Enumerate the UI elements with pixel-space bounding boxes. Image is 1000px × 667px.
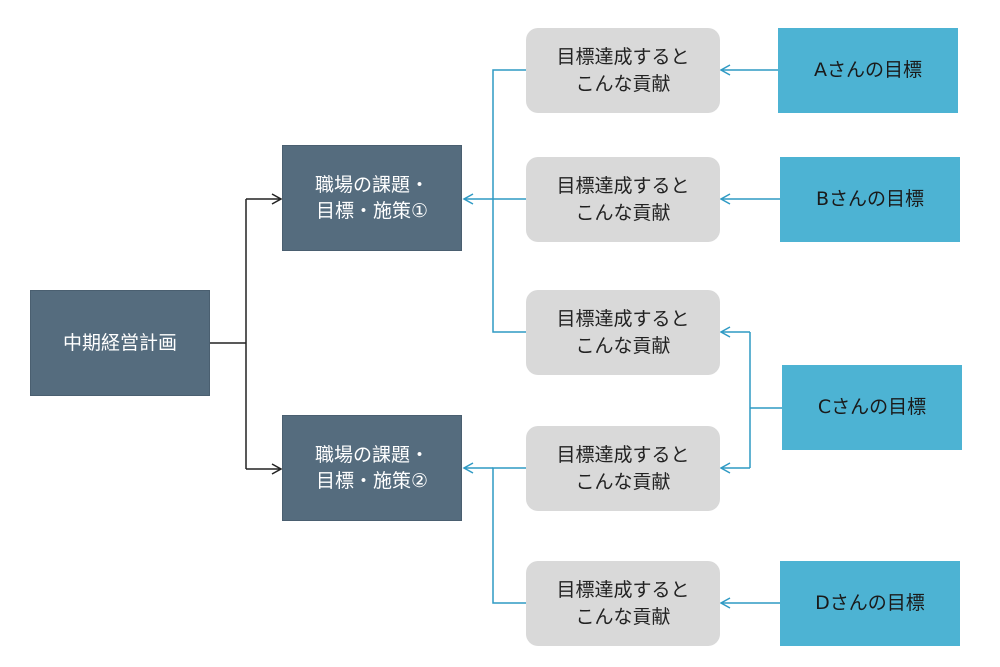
contribution-box-4: 目標達成すると こんな貢献: [526, 426, 720, 511]
measure-2-connector: [462, 462, 526, 604]
root-connector: [210, 193, 283, 475]
person-goal-d: Dさんの目標: [780, 561, 960, 646]
person-goal-b: Bさんの目標: [780, 157, 960, 242]
measure-box-1: 職場の課題・ 目標・施策①: [282, 145, 462, 251]
person-goal-c: Cさんの目標: [782, 365, 962, 450]
person-connectors: [719, 64, 782, 609]
measure-1-connector: [462, 69, 526, 333]
contribution-box-1: 目標達成すると こんな貢献: [526, 28, 720, 113]
contribution-box-3: 目標達成すると こんな貢献: [526, 290, 720, 375]
contribution-box-2: 目標達成すると こんな貢献: [526, 157, 720, 242]
root-box: 中期経営計画: [30, 290, 210, 396]
contribution-box-5: 目標達成すると こんな貢献: [526, 561, 720, 646]
person-goal-a: Aさんの目標: [778, 28, 958, 113]
measure-box-2: 職場の課題・ 目標・施策②: [282, 415, 462, 521]
